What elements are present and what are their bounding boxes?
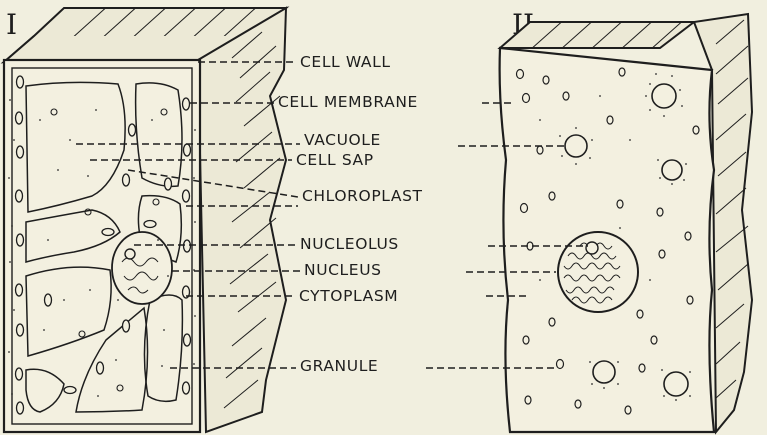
animal-nucleolus: [586, 242, 598, 254]
label-cell-wall: CELL WALL: [300, 53, 391, 71]
label-granule: GRANULE: [300, 357, 378, 375]
label-vacuole: VACUOLE: [304, 131, 381, 149]
vacuole: [664, 372, 688, 396]
vacuole: [662, 160, 682, 180]
label-nucleus: NUCLEUS: [304, 261, 382, 279]
label-cell-membrane: CELL MEMBRANE: [278, 93, 418, 111]
animal-cell-block: [500, 14, 752, 432]
vacuole: [652, 84, 676, 108]
vacuole: [593, 361, 615, 383]
plant-cell-front-face: [4, 60, 200, 432]
panel-1-numeral: I: [6, 8, 17, 41]
label-nucleolus: NUCLEOLUS: [300, 235, 399, 253]
label-cytoplasm: CYTOPLASM: [299, 287, 398, 305]
vacuole: [565, 135, 587, 157]
label-cell-sap: CELL SAP: [296, 151, 374, 169]
labels: CELL WALL CELL MEMBRANE VACUOLE CELL SAP…: [278, 53, 423, 375]
label-chloroplast: CHLOROPLAST: [302, 187, 423, 205]
plant-nucleolus: [125, 249, 135, 259]
